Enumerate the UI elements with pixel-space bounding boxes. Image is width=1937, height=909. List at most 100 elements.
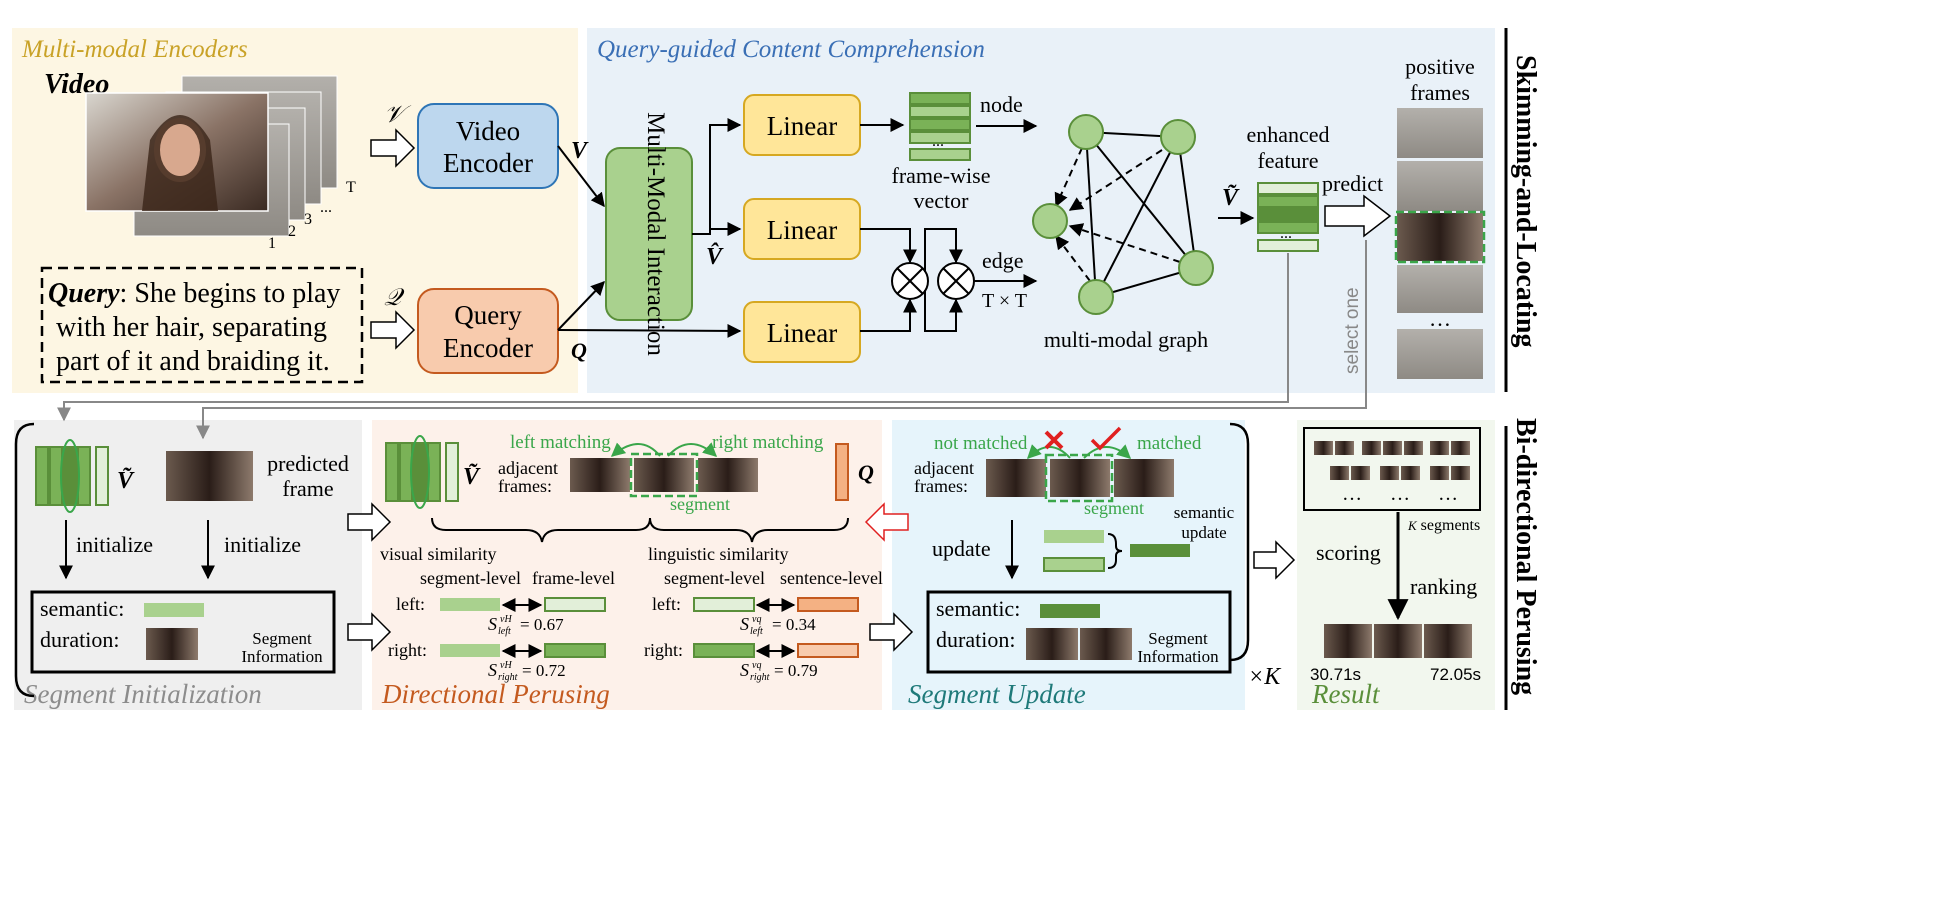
title-directional-perusing: Directional Perusing	[381, 679, 610, 709]
update-info-label-1: Segment	[1148, 629, 1208, 648]
update-adjacent-1: adjacent	[914, 458, 974, 478]
symbol-q-bold: Q	[571, 338, 587, 363]
frame-number-dots: ...	[320, 199, 332, 216]
update-brace	[1107, 533, 1123, 569]
graph-dashed-edges	[1054, 147, 1181, 282]
vis-left-label: left:	[396, 594, 425, 614]
enhanced-ellipsis: ...	[1280, 225, 1292, 242]
video-encoder-label-2: Encoder	[443, 148, 533, 178]
graph-node-5	[1078, 279, 1114, 315]
linguistic-similarity-label: linguistic similarity	[648, 544, 789, 564]
title-query-guided: Query-guided Content Comprehension	[597, 36, 985, 63]
multiply-x-2b	[942, 267, 970, 295]
gray-line-frame-to-seginit	[196, 240, 1367, 440]
linear-label-2: Linear	[767, 215, 837, 245]
red-check-icon	[1090, 426, 1122, 451]
enhanced-feature-stack	[1257, 182, 1319, 252]
score-vis-left-sub: left	[498, 626, 511, 637]
positive-label-1: positive	[1405, 54, 1475, 79]
scoring-label: scoring	[1316, 540, 1381, 565]
update-duration-frame-2	[1080, 628, 1132, 660]
k-symbol: K	[1407, 518, 1418, 533]
frame-wise-label-2: vector	[914, 188, 970, 213]
update-bar-top	[1044, 530, 1104, 543]
score-vis-right-sup: vH	[500, 660, 512, 671]
video-encoder-label-1: Video	[456, 116, 520, 146]
red-cross-icon	[1044, 430, 1064, 450]
score-vis-left-sup: vH	[500, 614, 512, 625]
ling-left-label: left:	[652, 594, 681, 614]
ling-segment-level: segment-level	[664, 568, 765, 588]
result-final-frame-1	[1324, 624, 1372, 658]
update-semantic-bar	[1040, 604, 1100, 618]
ling-sentence-level: sentence-level	[780, 568, 883, 588]
query-word: Query	[48, 278, 120, 309]
frame-vector-ellipsis: ...	[932, 133, 944, 150]
semantic-update-label-2: update	[1181, 523, 1226, 542]
frame-number-3: 3	[304, 211, 312, 228]
perusing-segment-highlight	[629, 452, 699, 498]
frame-wise-vector-stack	[909, 92, 971, 161]
positive-frames-ellipsis: …	[1429, 306, 1451, 331]
update-adjacent-2: frames:	[914, 476, 968, 496]
result-ellipsis-1: …	[1342, 483, 1362, 505]
graph-label: multi-modal graph	[1044, 327, 1208, 352]
update-frame-center	[1050, 459, 1110, 497]
score-ling-right-s: S	[740, 660, 749, 680]
perusing-frame-center	[634, 458, 694, 492]
update-frame-right	[1114, 459, 1174, 497]
left-matching-label: left matching	[510, 432, 611, 453]
ling-right-label: right:	[644, 640, 683, 660]
linear-label-3: Linear	[767, 318, 837, 348]
query-encoder-label-2: Encoder	[443, 333, 533, 363]
right-matching-label: right matching	[712, 432, 824, 453]
hollow-arrow-video	[370, 128, 416, 168]
hollow-arrow-update-to-result	[1253, 540, 1296, 580]
mmi-label: Multi-Modal Interaction	[642, 112, 669, 356]
graph-node-3	[1032, 203, 1068, 239]
title-segment-initialization: Segment Initialization	[24, 679, 262, 709]
score-vis-left-s: S	[488, 614, 497, 634]
graph-nodes	[1032, 114, 1214, 315]
side-label-skimming: Skimming-and-Locating	[1510, 55, 1541, 348]
initialize-right: initialize	[224, 532, 301, 557]
score-vis-right-sub: right	[498, 672, 518, 683]
video-frame-stack	[85, 75, 338, 237]
graph-node-1	[1068, 114, 1104, 150]
update-segment-label: segment	[1084, 498, 1144, 518]
arrow-query-to-mmi	[557, 280, 605, 331]
initialize-left: initialize	[76, 532, 153, 557]
enhanced-label-1: enhanced	[1246, 122, 1329, 147]
v-tilde-top: Ṽ	[1222, 185, 1240, 211]
score-vis-right-s: S	[488, 660, 497, 680]
seg-init-v-tilde: Ṽ	[117, 468, 135, 494]
arrow-linear2-to-mult	[860, 228, 917, 264]
score-ling-right: S vq right = 0.79	[740, 660, 818, 683]
node-label: node	[980, 92, 1023, 117]
graph-node-2	[1160, 119, 1196, 155]
side-label-perusing: Bi-directional Perusing	[1510, 418, 1541, 695]
left-brace-bottom	[14, 422, 35, 698]
frame-number-1: 1	[268, 235, 276, 252]
query-line-2: with her hair, separating	[56, 312, 327, 343]
score-vis-left: S vH left = 0.67	[488, 614, 564, 637]
update-label: update	[932, 536, 991, 561]
edge-label: edge	[982, 248, 1024, 273]
arrow-video-to-mmi	[557, 145, 605, 208]
brace-linguistic	[649, 517, 849, 543]
ling-left-sentence-bar	[797, 597, 859, 612]
seg-init-info-box	[30, 590, 336, 674]
seg-init-predicted-frame	[166, 451, 253, 501]
result-time-end: 72.05s	[1430, 665, 1481, 684]
positive-frames-column	[1394, 108, 1486, 379]
update-segment-highlight	[1044, 453, 1114, 503]
score-ling-right-val: = 0.79	[774, 661, 818, 680]
seg-init-semantic-bar	[144, 603, 204, 617]
frame-number-2: 2	[288, 223, 296, 240]
perusing-feature-stack	[385, 435, 459, 509]
ling-right-segment-bar	[693, 643, 755, 658]
hollow-arrow-perusing-to-update	[869, 612, 914, 652]
right-brace-bottom	[1229, 422, 1250, 662]
